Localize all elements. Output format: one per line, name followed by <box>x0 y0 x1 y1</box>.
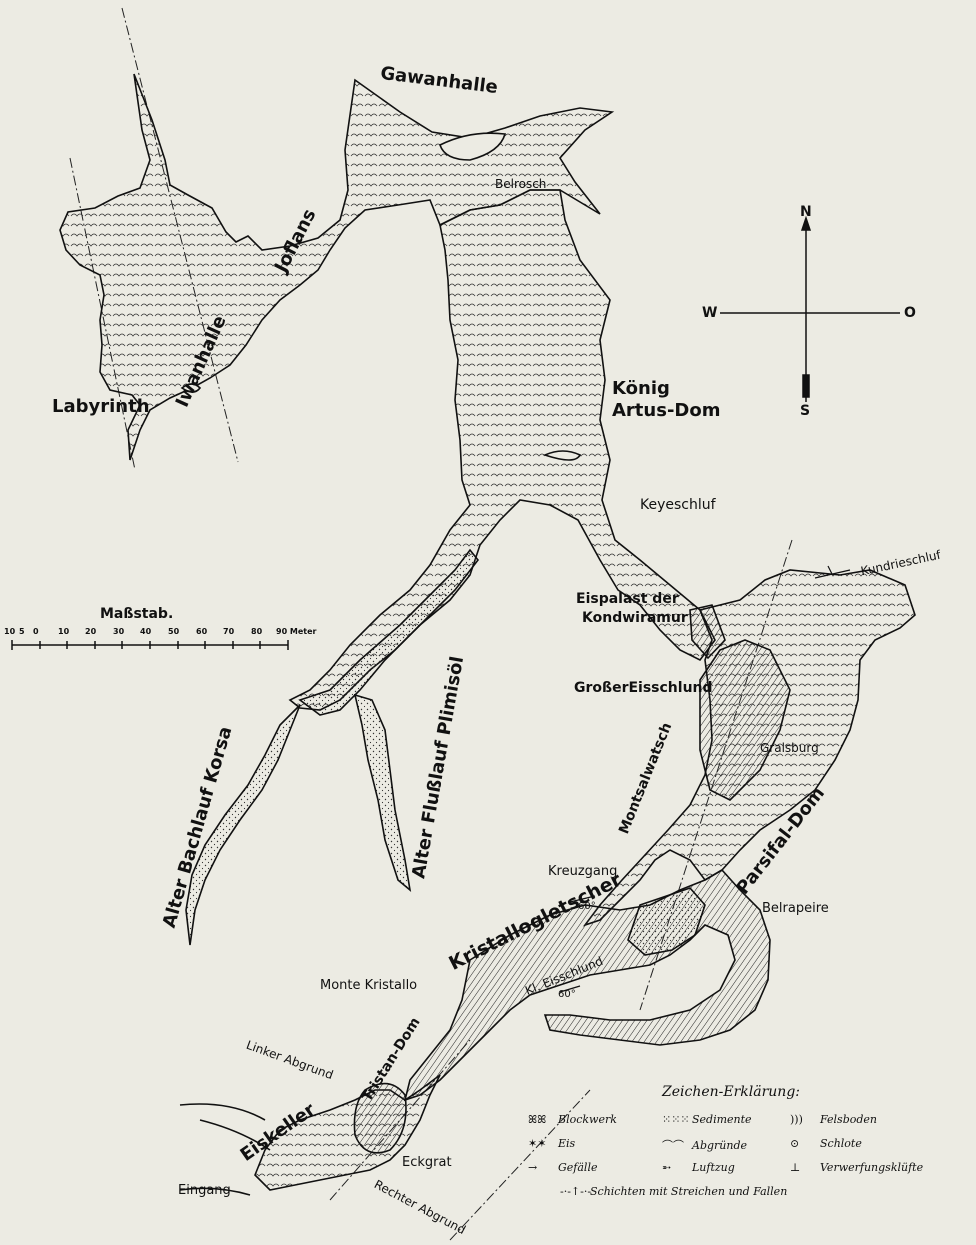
scale-tick-label: 60 <box>196 627 208 636</box>
label-labyrinth: Labyrinth <box>52 396 150 417</box>
label-keyeschluf: Keyeschluf <box>640 497 716 513</box>
legend-label: Eis <box>558 1137 576 1150</box>
legend-symbol-icon: -·-↑-·- <box>560 1185 592 1198</box>
scale-tick-label: 0 <box>33 627 39 636</box>
legend-item: ⌒⌒ Abgründe <box>662 1137 747 1153</box>
scale-tick-label: 10 <box>58 627 70 636</box>
label-belrapeire: Belrapeire <box>762 901 829 916</box>
scale-tick-label: 30 <box>113 627 125 636</box>
legend-symbol-icon: ))) <box>790 1113 803 1126</box>
label-eispalast-line1: Eispalast der <box>576 591 679 607</box>
northwest-halls <box>59 73 615 461</box>
label-grosser-eisschlund: GroßerEisschlund <box>574 680 713 696</box>
legend-title: Zeichen-Erklärung: <box>662 1084 801 1100</box>
label-monte-kristallo: Monte Kristallo <box>320 978 418 993</box>
legend-label: Blockwerk <box>558 1113 617 1126</box>
scale-tick-label: 10 <box>4 627 16 636</box>
scale-tick-label: 20 <box>85 627 97 636</box>
kristallogletscher <box>403 868 771 1102</box>
label-eingang: Eingang <box>178 1183 231 1198</box>
scale-tick-label: 5 <box>19 627 25 636</box>
legend-item: ✶✶ Eis <box>528 1137 575 1150</box>
scale-tick-label: 70 <box>223 627 235 636</box>
legend-symbol-icon: ⁙⁙⁙ <box>662 1113 690 1126</box>
scale-tick-label: 40 <box>140 627 152 636</box>
legend-item: ⊙ Schlote <box>790 1137 862 1150</box>
legend-item: ➵ Luftzug <box>662 1161 735 1174</box>
legend-label: Schichten mit Streichen und Fallen <box>590 1185 788 1198</box>
legend-symbol-icon: ⌒⌒ <box>662 1139 684 1152</box>
scale-tick-label: 80 <box>251 627 263 636</box>
tristan-dom-and-entrance <box>179 1074 441 1196</box>
compass-south-label: S <box>800 403 811 419</box>
legend-label: Felsboden <box>820 1113 878 1126</box>
scale-tick-label: 50 <box>168 627 180 636</box>
structural-symbols <box>559 565 851 993</box>
compass-rose <box>720 215 900 402</box>
compass-east-label: O <box>904 305 916 321</box>
scale-bar <box>11 640 289 650</box>
legend-item: ))) Felsboden <box>790 1113 877 1126</box>
legend-item: ꕤꕤ Blockwerk <box>528 1113 617 1127</box>
label-kreuzgang: Kreuzgang <box>548 864 618 879</box>
legend-label: Schlote <box>820 1137 862 1150</box>
label-dip-angle: 60° <box>558 989 576 1000</box>
label-eispalast-line2: Kondwiramur <box>582 610 688 626</box>
label-belrosch: Belrosch <box>495 177 547 191</box>
legend-label: Luftzug <box>692 1161 735 1174</box>
compass-north-label: N <box>800 204 812 220</box>
label-dip-angle: 60° <box>578 901 596 912</box>
legend-symbol-icon: ⊥ <box>790 1161 801 1174</box>
legend-label: Verwerfungsklüfte <box>820 1161 924 1174</box>
scale-title: Maßstab. <box>100 606 174 622</box>
legend-symbol-icon: ꕤꕤ <box>528 1113 547 1126</box>
scale-tick-label: 90 Meter <box>276 627 317 636</box>
legend-symbol-icon: ✶✶ <box>528 1137 547 1150</box>
legend-symbol-icon: → <box>528 1161 538 1174</box>
legend-symbol-icon: ⊙ <box>790 1137 800 1150</box>
legend-label: Abgründe <box>692 1139 748 1152</box>
legend-label: Sedimente <box>692 1113 752 1126</box>
koenig-artus-dom <box>185 189 716 946</box>
legend-item: -·-↑-·-Schichten mit Streichen und Falle… <box>560 1185 787 1198</box>
label-koenig-line1: König <box>612 378 670 399</box>
legend-item: ⊥ Verwerfungsklüfte <box>790 1161 923 1174</box>
label-koenig-line2: Artus-Dom <box>612 400 721 421</box>
legend-symbol-icon: ➵ <box>662 1161 672 1174</box>
legend-item: ⁙⁙⁙Sedimente <box>662 1113 752 1126</box>
label-gralsburg: Gralsburg <box>760 741 819 755</box>
legend-item: → Gefälle <box>528 1161 597 1174</box>
compass-west-label: W <box>702 305 718 321</box>
legend-label: Gefälle <box>558 1161 598 1174</box>
label-eckgrat: Eckgrat <box>402 1155 452 1170</box>
